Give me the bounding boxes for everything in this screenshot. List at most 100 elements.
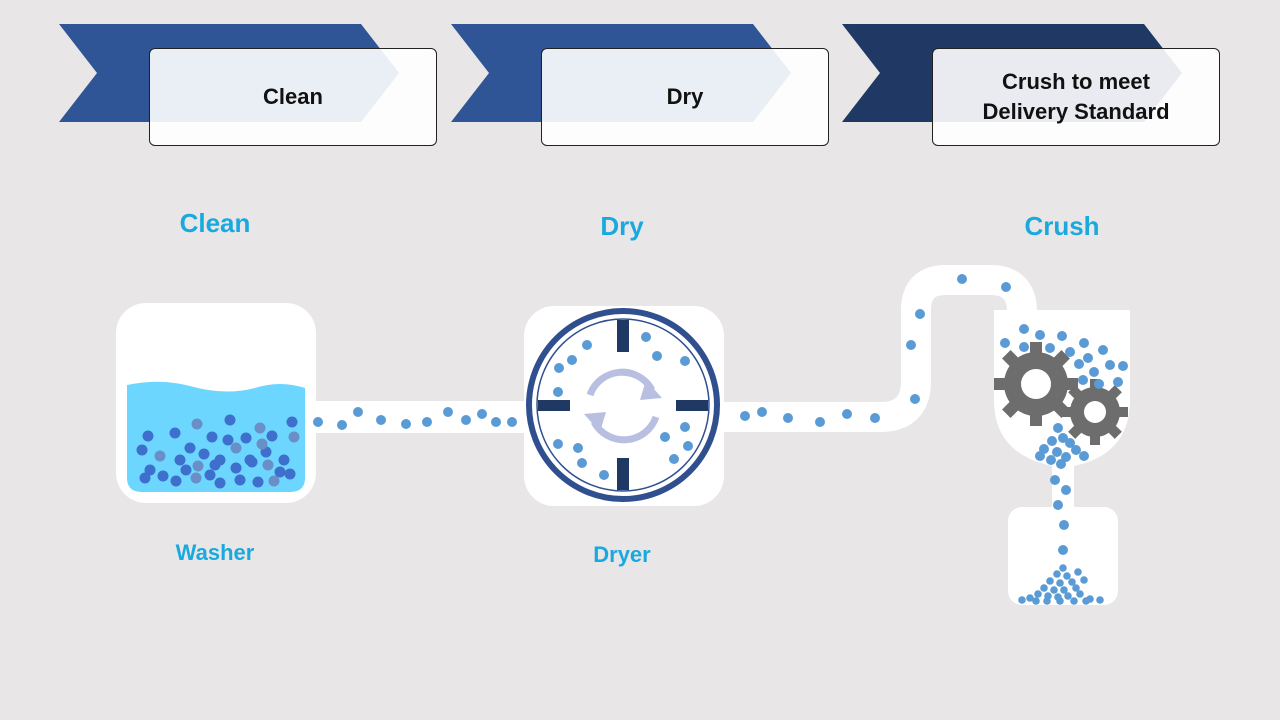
pellet-dot (222, 434, 234, 446)
pellet-dot (288, 431, 300, 443)
step-dry-label: Dry (541, 48, 829, 146)
pellet-dot (1070, 597, 1078, 605)
pellet-dot (142, 430, 154, 442)
pellet-dot (1056, 597, 1064, 605)
washer-label: Washer (175, 540, 255, 565)
pellet-dot (230, 462, 242, 474)
pellet-dot (1035, 451, 1045, 461)
pellet-dot (1076, 590, 1084, 598)
pellet-dot (1046, 455, 1056, 465)
pellet-dot (278, 454, 290, 466)
pellet-dot (1032, 597, 1040, 605)
pellet-dot (906, 340, 916, 350)
dryer-pellets (553, 332, 693, 480)
pellet-dot (1019, 324, 1029, 334)
pellet-dot (915, 309, 925, 319)
collection-bin (1008, 507, 1118, 605)
pellet-dot (815, 417, 825, 427)
pellet-dot (1118, 361, 1128, 371)
pellet-dot (1053, 500, 1063, 510)
section-title-crush: Crush (1024, 211, 1100, 241)
pellet-dot (1074, 568, 1082, 576)
pellet-dot (376, 415, 386, 425)
pellet-dot (192, 460, 204, 472)
pellet-dot (224, 414, 236, 426)
section-title-dry: Dry (600, 211, 644, 241)
pellet-dot (1071, 445, 1081, 455)
pellet-dot (910, 394, 920, 404)
pellet-dot (1056, 459, 1066, 469)
pellet-dot (256, 438, 268, 450)
pellet-dot (554, 363, 564, 373)
pellet-dot (170, 475, 182, 487)
pellet-dot (1105, 360, 1115, 370)
pellet-dot (266, 430, 278, 442)
pellet-dot (230, 442, 242, 454)
pellet-dot (1059, 564, 1067, 572)
pellet-dot (1060, 586, 1068, 594)
pellet-dot (577, 458, 587, 468)
pellet-dot (206, 431, 218, 443)
pellet-dot (669, 454, 679, 464)
pellet-dot (957, 274, 967, 284)
pellet-dot (401, 419, 411, 429)
pellet-dot (553, 387, 563, 397)
pellet-dot (284, 468, 296, 480)
pellet-dot (353, 407, 363, 417)
pipe-dryer-crusher (700, 265, 1037, 432)
pellet-dot (1068, 578, 1076, 586)
step-crush: Crush to meet Delivery Standard (842, 24, 1222, 148)
pellet-dot (660, 432, 670, 442)
pellet-dot (641, 332, 651, 342)
pellet-dot (477, 409, 487, 419)
pellet-dot (1082, 597, 1090, 605)
pellet-dot (1035, 330, 1045, 340)
pellet-dot (1074, 359, 1084, 369)
pellet-dot (190, 472, 202, 484)
pellet-dot (1079, 451, 1089, 461)
pellet-dot (783, 413, 793, 423)
pellet-dot (286, 416, 298, 428)
pellet-dot (1056, 579, 1064, 587)
pellet-dot (1059, 520, 1069, 530)
pellet-dot (144, 464, 156, 476)
pellet-dot (1043, 597, 1051, 605)
pellet-dot (1047, 436, 1057, 446)
pellet-dot (1040, 584, 1048, 592)
pellet-dot (599, 470, 609, 480)
pellet-dot (573, 443, 583, 453)
pellet-dot (174, 454, 186, 466)
pellet-dot (567, 355, 577, 365)
pipe-pellets (313, 274, 1071, 555)
pellet-dot (652, 351, 662, 361)
pellet-dot (184, 442, 196, 454)
pellet-dot (1072, 584, 1080, 592)
gear-small-icon (1062, 379, 1128, 445)
pellet-dot (1058, 545, 1068, 555)
pellet-dot (198, 448, 210, 460)
pellet-dot (553, 439, 563, 449)
step-clean-label: Clean (149, 48, 437, 146)
pellet-dot (1034, 590, 1042, 598)
pellet-dot (1058, 433, 1068, 443)
pellet-dot (582, 340, 592, 350)
section-title-clean: Clean (179, 208, 251, 238)
pellet-dot (1000, 338, 1010, 348)
pellet-dot (491, 417, 501, 427)
pellet-dot (1094, 379, 1104, 389)
crusher (994, 310, 1130, 508)
pellet-dot (268, 475, 280, 487)
pellet-dot (683, 441, 693, 451)
washer (116, 303, 316, 503)
pellet-dot (1050, 586, 1058, 594)
pellet-dot (244, 454, 256, 466)
pellet-dot (1050, 475, 1060, 485)
crushed-pile (1018, 564, 1104, 605)
pellet-dot (1053, 570, 1061, 578)
pellet-dot (680, 422, 690, 432)
pellet-dot (313, 417, 323, 427)
pellet-dot (1046, 577, 1054, 585)
pellet-dot (337, 420, 347, 430)
